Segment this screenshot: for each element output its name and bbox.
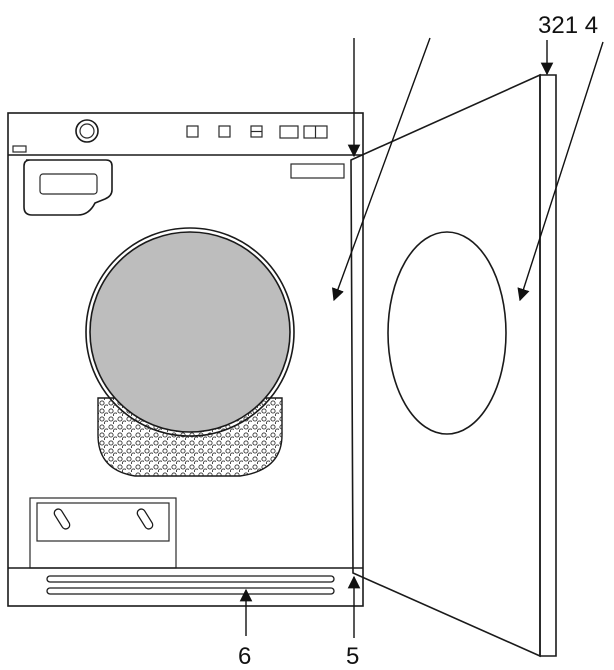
cover-lever-right[interactable] [136, 508, 154, 531]
program-knob-icon[interactable] [75, 119, 99, 143]
indicator-light [12, 145, 27, 153]
control-button-1[interactable] [186, 125, 199, 138]
door-panel [350, 73, 541, 658]
door-edge [539, 74, 557, 657]
control-button-5[interactable] [303, 125, 328, 139]
cover-lever-left[interactable] [53, 508, 71, 531]
heat-exchanger-cover [36, 502, 170, 542]
callout-label-6: 6 [238, 643, 251, 670]
open-door[interactable] [350, 73, 557, 658]
access-panel [29, 497, 177, 569]
arrow-2 [331, 37, 431, 302]
vent-slot-2 [46, 587, 335, 595]
vent-slot-1 [46, 575, 335, 583]
callout-label-5: 5 [346, 643, 359, 670]
drum [89, 231, 291, 433]
callout-arrows [239, 37, 604, 638]
water-container[interactable] [23, 159, 113, 216]
drum-opening [85, 227, 295, 437]
display-window [290, 163, 345, 179]
control-button-3[interactable] [250, 125, 263, 138]
cabinet-outline [7, 112, 364, 607]
control-button-2[interactable] [218, 125, 231, 138]
callout-label-top: 321 4 [538, 12, 598, 39]
control-button-4[interactable] [279, 125, 299, 139]
arrow-4 [517, 41, 604, 302]
door-window [387, 231, 507, 435]
dryer-cabinet [7, 112, 364, 607]
container-handle[interactable] [39, 173, 98, 195]
